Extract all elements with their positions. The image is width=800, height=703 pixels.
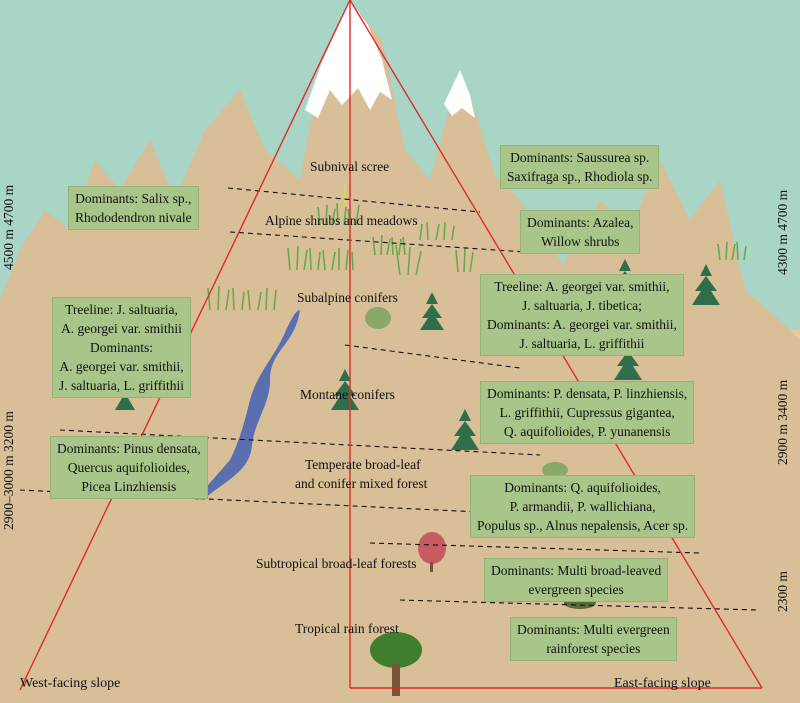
box-line: Dominants: Pinus densata, bbox=[57, 441, 201, 456]
east-elevation-lower: 2300 m bbox=[775, 571, 790, 612]
box-line: Dominants: Saussurea sp. bbox=[510, 150, 650, 165]
east-box-saussurea: Dominants: Saussurea sp. Saxifraga sp., … bbox=[500, 145, 660, 189]
zone-subalpine-conifers: Subalpine conifers bbox=[297, 290, 398, 305]
west-elevation-lower: 2900–3000 m 3200 m bbox=[1, 411, 16, 530]
zone-boundaries bbox=[19, 187, 758, 611]
zone-alpine-shrubs: Alpine shrubs and meadows bbox=[265, 213, 418, 228]
east-box-quercus: Dominants: Q. aquifolioides, P. armandii… bbox=[470, 475, 696, 538]
zone-temperate-line-1: Temperate broad-leaf bbox=[305, 457, 421, 472]
east-box-azalea: Dominants: Azalea, Willow shrubs bbox=[520, 210, 641, 254]
west-box-treeline: Treeline: J. saltuaria, A. georgei var. … bbox=[52, 297, 191, 398]
zone-temperate-line-2: and conifer mixed forest bbox=[295, 476, 428, 491]
box-line: Treeline: A. georgei var. smithii, bbox=[494, 279, 670, 294]
east-elevation-upper: 4300 m 4700 m bbox=[775, 189, 790, 275]
box-line: Rhododendron nivale bbox=[75, 210, 192, 225]
east-box-densata: Dominants: P. densata, P. linzhiensis, L… bbox=[480, 381, 695, 444]
box-line: Q. aquifolioides, P. yunanensis bbox=[503, 424, 671, 439]
box-line: Quercus aquifolioides, bbox=[67, 460, 190, 475]
zone-tropical: Tropical rain forest bbox=[295, 621, 399, 636]
box-line: Dominants: Q. aquifolioides, bbox=[504, 480, 661, 495]
box-line: Treeline: J. saltuaria, bbox=[65, 302, 178, 317]
box-line: L. griffithii, Cupressus gigantea, bbox=[499, 405, 675, 420]
grass-clusters bbox=[207, 185, 747, 311]
box-line: evergreen species bbox=[528, 582, 624, 597]
side-peak-snow bbox=[444, 70, 475, 118]
box-line: Populus sp., Alnus nepalensis, Acer sp. bbox=[477, 518, 689, 533]
box-line: Dominants: P. densata, P. linzhiensis, bbox=[487, 386, 688, 401]
box-line: Saxifraga sp., Rhodiola sp. bbox=[507, 169, 653, 184]
box-line: Dominants: Multi evergreen bbox=[517, 622, 670, 637]
east-box-rainforest: Dominants: Multi evergreen rainforest sp… bbox=[510, 617, 677, 661]
box-line: P. armandii, P. wallichiana, bbox=[509, 499, 656, 514]
box-line: A. georgei var. smithii bbox=[61, 321, 182, 336]
box-line: A. georgei var. smithii, bbox=[59, 359, 184, 374]
east-box-broadleaved: Dominants: Multi broad-leaved evergreen … bbox=[484, 558, 669, 602]
box-line: J. saltuaria, L. griffithii bbox=[59, 378, 184, 393]
west-slope-label: West-facing slope bbox=[20, 676, 121, 691]
river bbox=[195, 310, 300, 500]
box-line: Dominants: Multi broad-leaved bbox=[491, 563, 662, 578]
box-line: Picea Linzhiensis bbox=[81, 479, 177, 494]
east-slope-label: East-facing slope bbox=[614, 676, 711, 691]
box-line: Dominants: bbox=[89, 340, 153, 355]
zone-subtropical: Subtropical broad-leaf forests bbox=[256, 556, 417, 571]
box-line: Dominants: A. georgei var. smithii, bbox=[487, 317, 677, 332]
box-line: J. saltuaria, L. griffithii bbox=[519, 336, 645, 351]
west-box-pinus: Dominants: Pinus densata, Quercus aquifo… bbox=[50, 436, 208, 499]
west-box-salix: Dominants: Salix sp., Rhododendron nival… bbox=[68, 186, 199, 230]
zone-montane-conifers: Montane conifers bbox=[300, 387, 395, 402]
box-line: Dominants: Azalea, bbox=[527, 215, 634, 230]
east-elevation-middle: 2900 m 3400 m bbox=[775, 379, 790, 465]
zone-subnival-scree: Subnival scree bbox=[310, 159, 390, 174]
east-box-treeline: Treeline: A. georgei var. smithii, J. sa… bbox=[480, 274, 684, 356]
left-snowless-hill bbox=[0, 240, 90, 340]
box-line: Willow shrubs bbox=[540, 234, 620, 249]
box-line: rainforest species bbox=[546, 641, 641, 656]
box-line: J. saltuaria, J. tibetica; bbox=[521, 298, 642, 313]
main-peak-snow bbox=[305, 0, 392, 118]
box-line: Dominants: Salix sp., bbox=[75, 191, 192, 206]
west-elevation-upper: 4500 m 4700 m bbox=[1, 184, 16, 270]
